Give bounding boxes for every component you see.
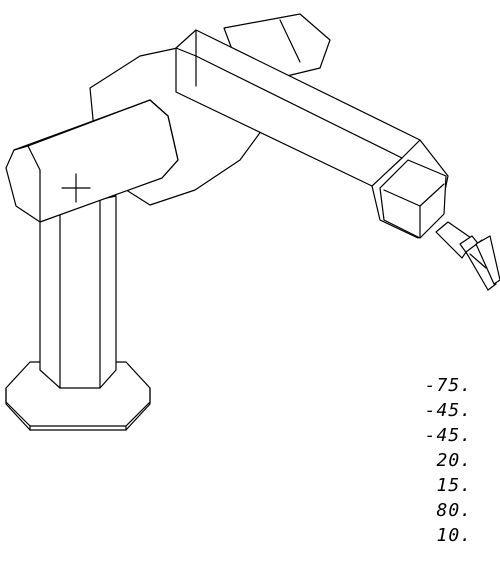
- joint-3-value: -45.: [424, 425, 472, 446]
- joint-2-value: -45.: [424, 400, 472, 421]
- robot-column: [39, 195, 117, 389]
- shoulder-center-mark: [61, 173, 91, 203]
- joint-6-value: 80.: [436, 500, 472, 521]
- joint-angle-readout: -75. -45. -45. 20. 15. 80. 10.: [382, 373, 472, 548]
- robot-wrist: [379, 159, 447, 239]
- joint-1-value: -75.: [424, 375, 472, 396]
- joint-5-value: 15.: [436, 475, 472, 496]
- robot-upper-arm: [5, 99, 179, 223]
- robot-base: [5, 361, 151, 431]
- robot-gripper: [435, 221, 500, 291]
- joint-7-value: 10.: [436, 525, 472, 546]
- joint-4-value: 20.: [436, 450, 472, 471]
